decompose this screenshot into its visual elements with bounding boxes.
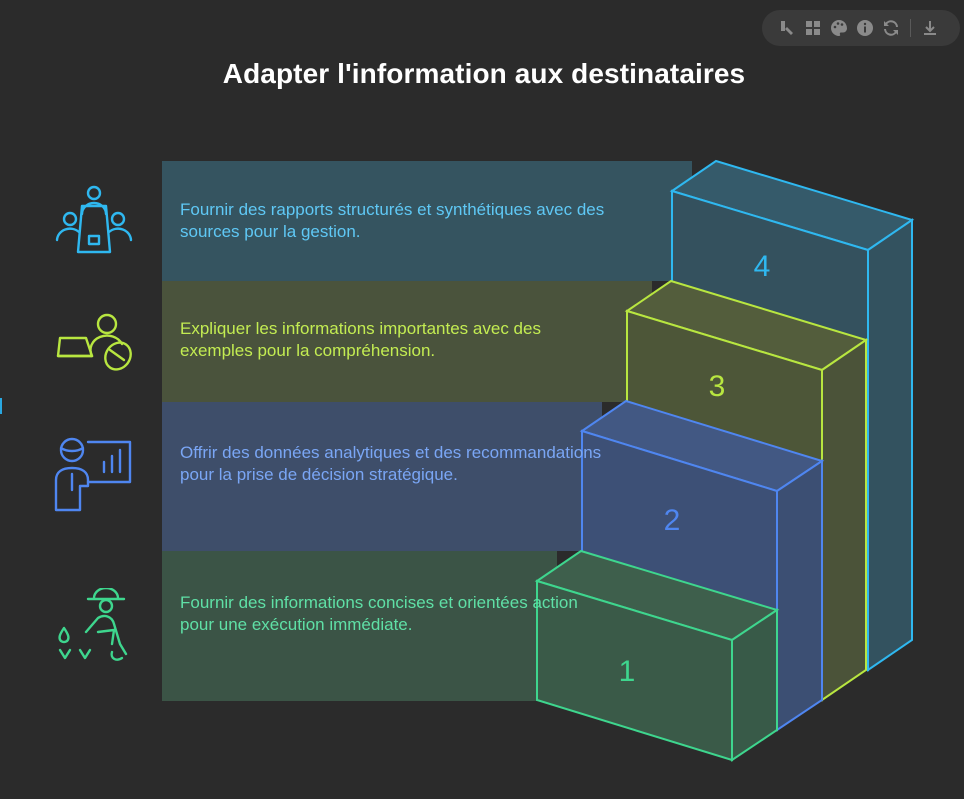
band-level-3 — [162, 281, 652, 402]
band-level-2 — [162, 402, 602, 551]
meeting-people-icon — [55, 185, 133, 254]
layout-icon[interactable] — [802, 17, 824, 39]
info-icon[interactable] — [854, 17, 876, 39]
diagram-toolbar — [762, 10, 960, 46]
worker-gardening-icon — [58, 588, 128, 661]
level-1-text: Fournir des informations concises et ori… — [180, 593, 578, 634]
step-1 — [534, 549, 780, 762]
palette-icon[interactable] — [828, 17, 850, 39]
band-level-1 — [162, 551, 557, 701]
download-icon[interactable] — [919, 17, 941, 39]
step-number-4: 4 — [754, 250, 771, 283]
person-laptop-icon — [56, 313, 132, 371]
step-number-3: 3 — [709, 370, 726, 403]
edge-marker — [0, 398, 2, 414]
step-number-2: 2 — [664, 504, 681, 537]
band-level-4 — [162, 161, 692, 281]
presenter-chart-icon — [54, 437, 132, 512]
diagram-title: Adapter l'information aux destinataires — [222, 58, 746, 89]
level-3-text: Expliquer les informations importantes a… — [180, 319, 541, 360]
toolbar-separator — [910, 19, 911, 37]
level-4-text: Fournir des rapports structurés et synth… — [180, 200, 605, 241]
level-2-text: Offrir des données analytiques et des re… — [180, 443, 602, 484]
step-number-1: 1 — [619, 655, 636, 688]
refresh-icon[interactable] — [880, 17, 902, 39]
edit-icon[interactable] — [776, 17, 798, 39]
